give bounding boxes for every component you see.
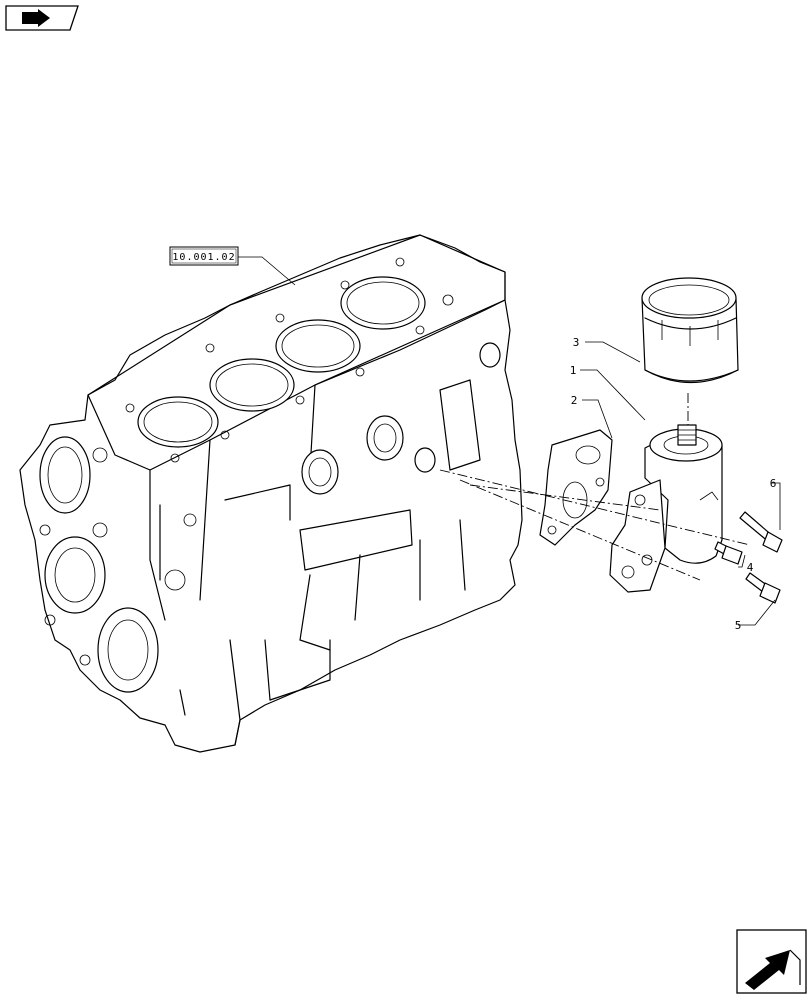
callout-3: 3: [573, 336, 580, 349]
oil-filter-head: [609, 424, 723, 593]
next-page-arrow-icon[interactable]: [736, 929, 807, 994]
callout-6: 6: [770, 477, 777, 490]
leader-lines: [238, 256, 781, 626]
callout-2: 2: [571, 394, 578, 407]
center-lines: [439, 393, 751, 581]
callout-4: 4: [747, 561, 754, 574]
engine-block: [19, 234, 523, 753]
bolt-4: [714, 541, 743, 565]
reference-tag-label: 10.001.02: [172, 252, 235, 263]
callout-1: 1: [570, 364, 577, 377]
reference-tag[interactable]: 10.001.02: [169, 246, 239, 266]
previous-page-arrow-icon[interactable]: [5, 5, 79, 31]
callout-5: 5: [735, 619, 742, 632]
oil-filter: [641, 277, 739, 383]
bolt-5: [745, 572, 781, 604]
gasket: [539, 429, 613, 546]
bolt-6: [739, 511, 783, 553]
